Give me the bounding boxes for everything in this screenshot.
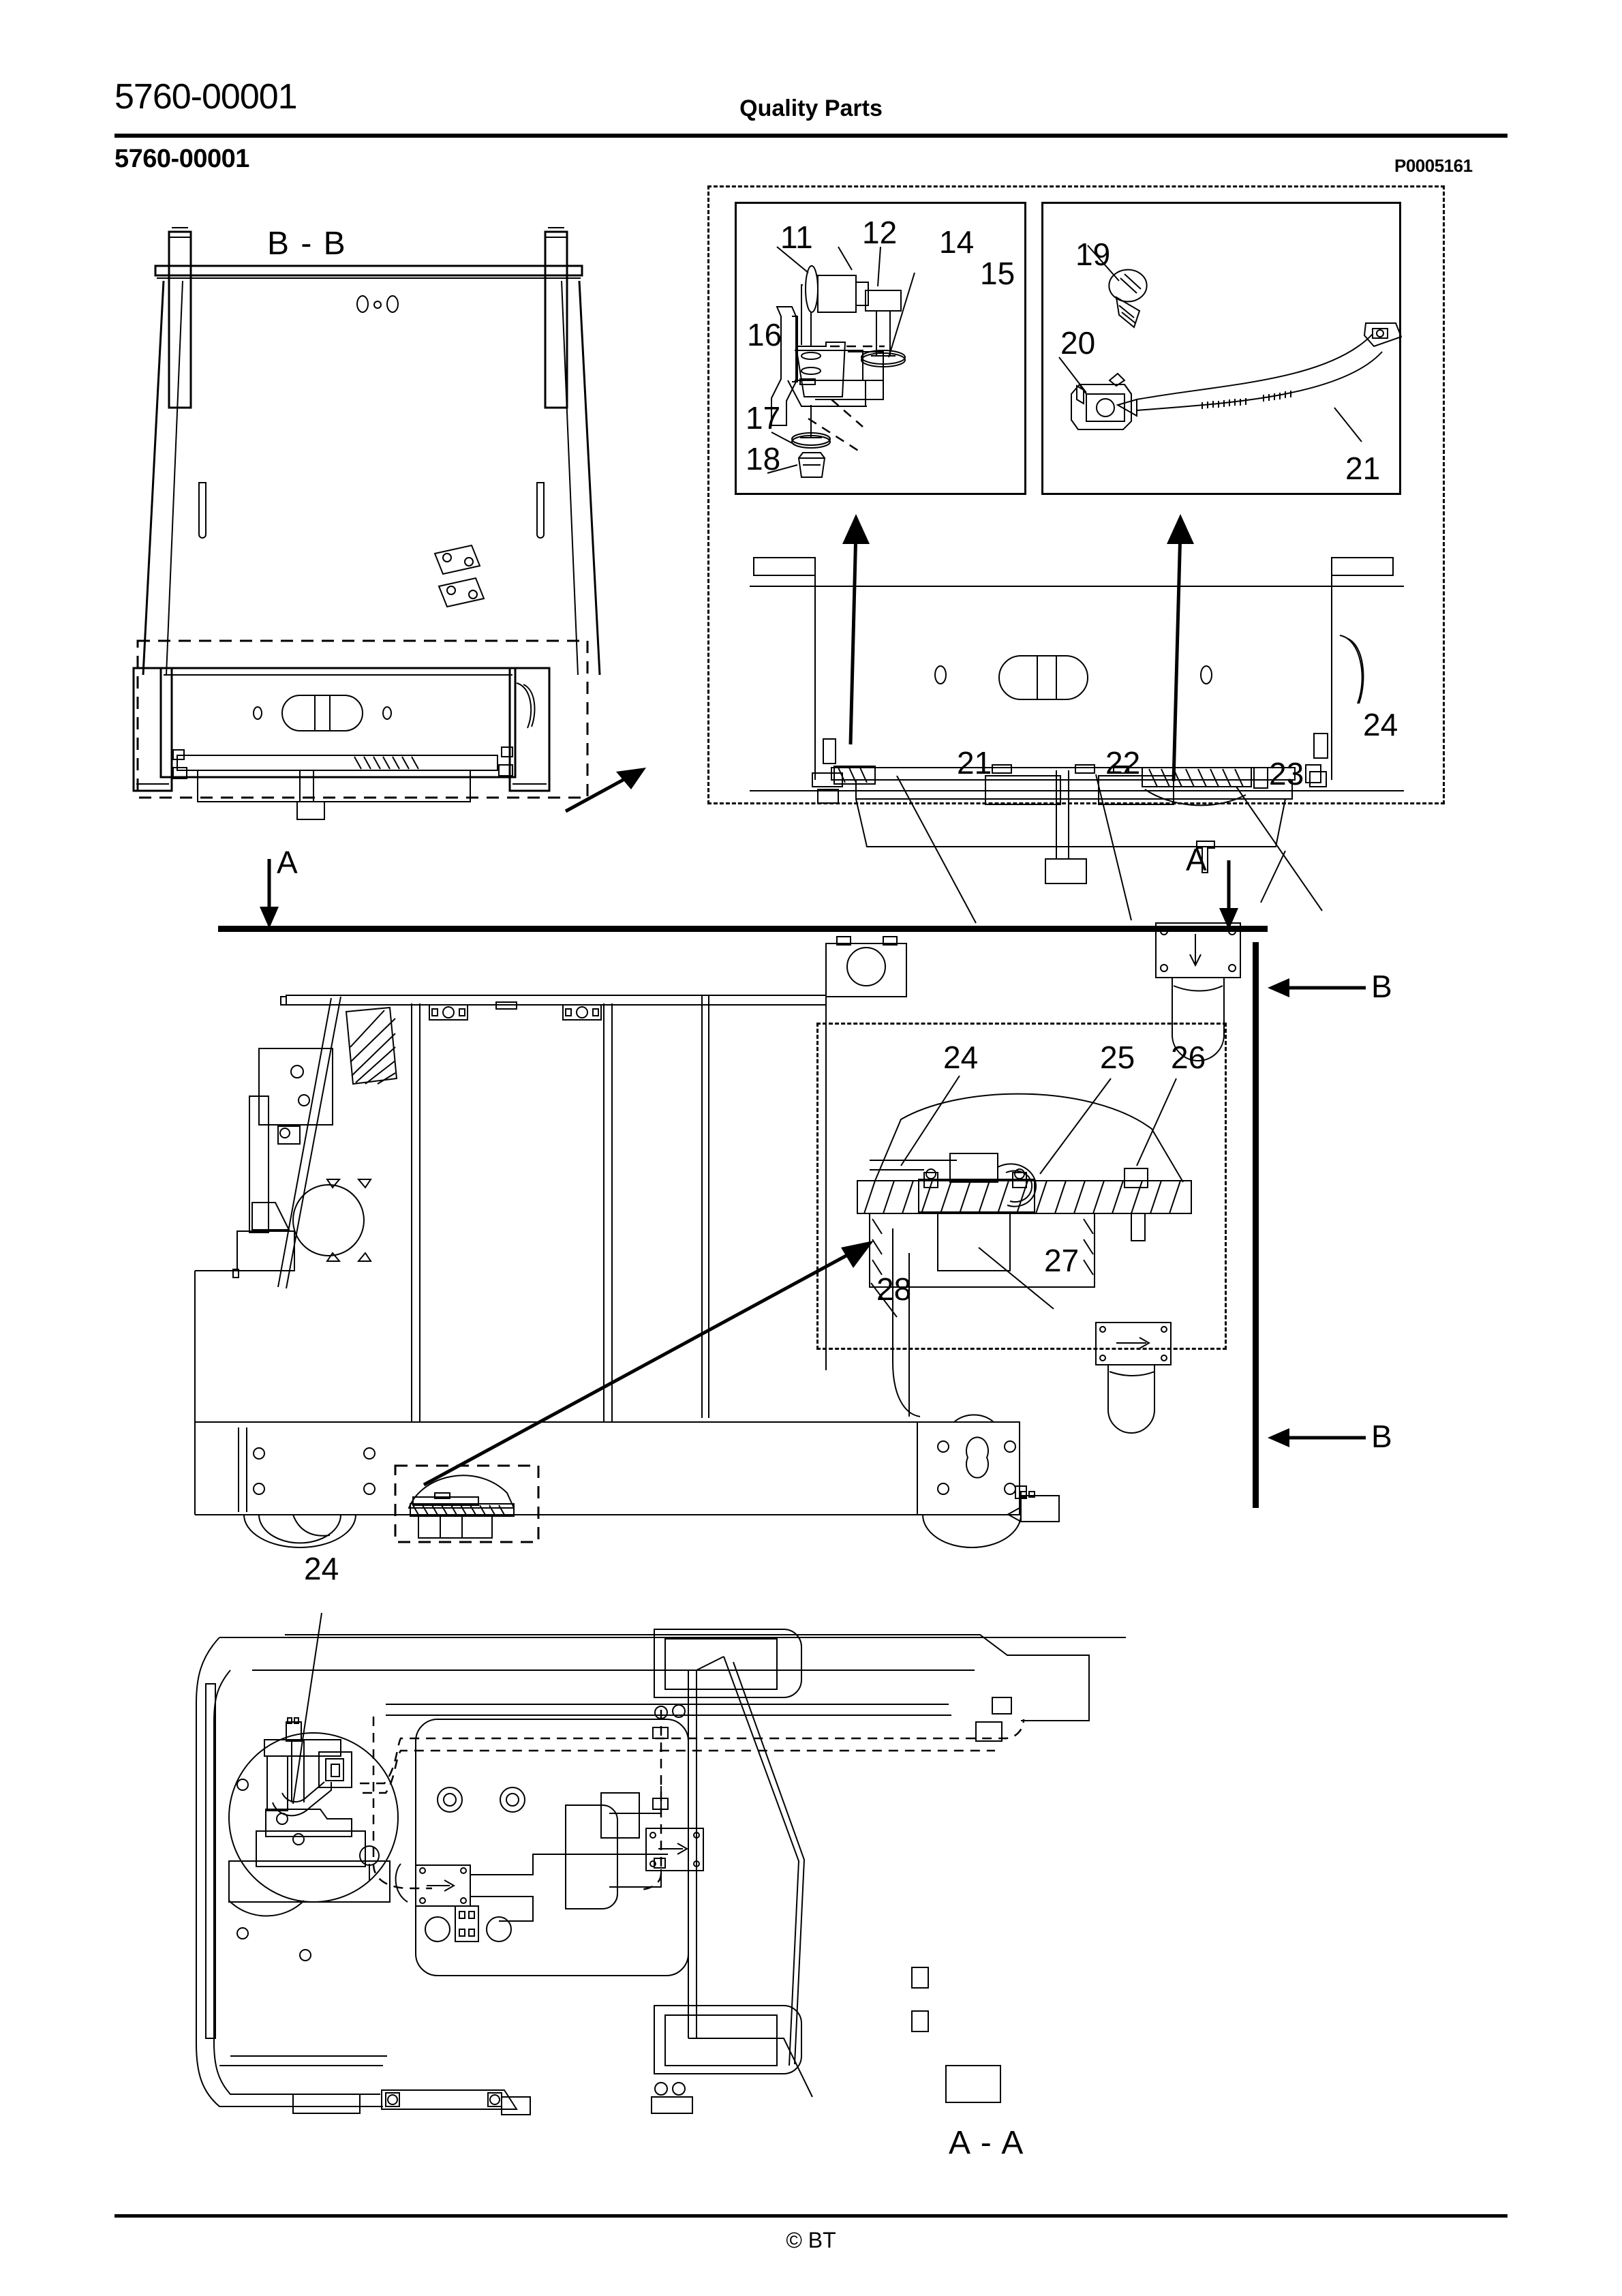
header-divider — [114, 134, 1508, 138]
detail-box-cabletie — [1041, 202, 1401, 495]
callout-15: 15 — [980, 256, 1015, 291]
section-marker-a-left: A — [277, 845, 298, 880]
callout-11: 16 — [747, 317, 782, 352]
section-a-arrow-right — [1219, 860, 1238, 930]
callout-26: 26 — [1171, 1040, 1206, 1075]
plan-view-drawing — [196, 1612, 1126, 2115]
section-b-arrow-top — [1268, 978, 1366, 997]
section-bb-label: B - B — [267, 226, 347, 262]
section-marker-b-top: B — [1371, 969, 1392, 1004]
cabletie-detail-drawing — [1058, 245, 1403, 442]
page-header-code: 5760-00001 — [114, 77, 298, 117]
section-b-arrow-bottom — [1268, 1428, 1366, 1447]
callout-25: 25 — [1100, 1040, 1135, 1075]
callout-28: 28 — [876, 1271, 912, 1307]
callout-21: 21 — [957, 745, 992, 781]
callout-24-plan: 24 — [304, 1551, 339, 1586]
callout-19: 20 — [1060, 325, 1096, 361]
section-aa-label: A - A — [949, 2125, 1025, 2161]
section-a-arrow-left — [260, 859, 279, 928]
callout-16: 17 — [746, 400, 781, 436]
bracket-detail-drawing — [767, 246, 915, 478]
callout-14: 14 — [939, 224, 975, 260]
section-bb-drawing — [132, 227, 646, 820]
drawing-number: P0005161 — [1394, 155, 1473, 176]
callout-13: 11 — [780, 220, 813, 255]
callout-27: 27 — [1044, 1243, 1080, 1278]
sensor-detail-drawing — [857, 1075, 1192, 1434]
detail-panel-top — [707, 185, 1445, 804]
callout-20: 21 — [1345, 451, 1381, 486]
callout-24-assembly: 24 — [1363, 707, 1398, 742]
callout-18: 19 — [1075, 237, 1111, 272]
detail-box-bracket — [735, 202, 1026, 495]
side-view-drawing — [194, 936, 1060, 1548]
callout-22: 22 — [1105, 745, 1141, 781]
assembly-section-drawing — [750, 514, 1404, 1061]
page-header-title: Quality Parts — [739, 95, 883, 121]
footer-copyright: © BT — [786, 2228, 836, 2252]
section-marker-a-right: A — [1186, 842, 1207, 877]
section-marker-b-bottom: B — [1371, 1419, 1392, 1454]
detail-panel-middle — [816, 1023, 1227, 1350]
callout-17: 18 — [746, 441, 781, 477]
assembly-code: 5760-00001 — [114, 145, 249, 173]
callout-12: 12 — [862, 215, 898, 250]
plate-icons — [433, 544, 485, 608]
section-line-a — [218, 926, 1268, 932]
callout-23: 23 — [1269, 756, 1304, 791]
section-line-b — [1253, 942, 1259, 1508]
callout-24-detail: 24 — [943, 1040, 979, 1075]
footer-divider — [114, 2214, 1508, 2218]
